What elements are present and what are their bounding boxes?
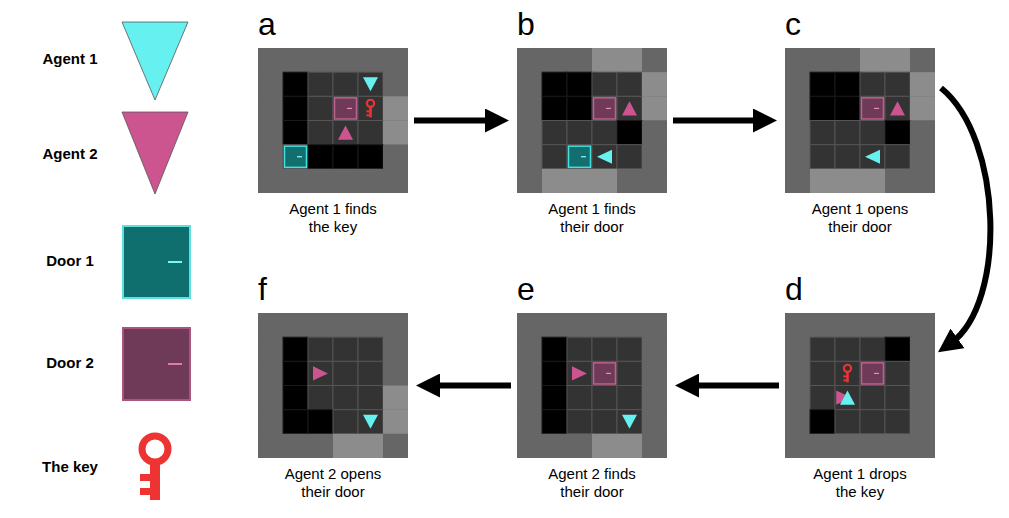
- grid-world: [785, 313, 935, 458]
- flow-arrow: [432, 383, 511, 389]
- grid-panel: aAgent 1 finds the key: [258, 48, 408, 193]
- grid-panel: fAgent 2 opens their door: [258, 313, 408, 458]
- legend-label: The key: [20, 458, 120, 475]
- panel-letter: c: [785, 6, 801, 42]
- door-1-mark: [168, 261, 182, 263]
- panel-caption: Agent 1 finds the key: [277, 200, 389, 236]
- door-2-icon: [123, 328, 190, 400]
- panel-letter: d: [785, 271, 803, 307]
- grid-panel: cAgent 1 opens their door: [785, 48, 935, 193]
- flow-arrow: [691, 383, 779, 389]
- panel-letter: f: [258, 271, 267, 307]
- panel-caption: Agent 1 finds their door: [536, 200, 648, 236]
- agent-1-icon: [122, 22, 188, 100]
- flow-arrow: [414, 118, 493, 124]
- grid-world: [785, 48, 935, 193]
- door-1-icon: [123, 226, 190, 298]
- flow-arrow: [673, 118, 761, 124]
- panel-caption: Agent 2 opens their door: [277, 465, 389, 501]
- legend-label: Door 1: [20, 252, 120, 269]
- grid-world: [258, 313, 408, 458]
- panel-letter: e: [517, 271, 535, 307]
- legend-label: Door 2: [20, 354, 120, 371]
- panel-letter: a: [258, 6, 276, 42]
- panel-letter: b: [517, 6, 535, 42]
- door-2-mark: [168, 363, 182, 365]
- grid-world: [517, 313, 667, 458]
- grid-panel: eAgent 2 finds their door: [517, 313, 667, 458]
- agent-2-icon: [122, 112, 188, 194]
- flow-arrow: [941, 88, 990, 343]
- panel-caption: Agent 2 finds their door: [536, 465, 648, 501]
- legend-label: Agent 2: [20, 145, 120, 162]
- grid-panel: bAgent 1 finds their door: [517, 48, 667, 193]
- grid-world: [258, 48, 408, 193]
- panel-caption: Agent 1 opens their door: [804, 200, 916, 236]
- key-icon: [140, 436, 168, 500]
- panel-caption: Agent 1 drops the key: [804, 465, 916, 501]
- grid-world: [517, 48, 667, 193]
- grid-panel: dAgent 1 drops the key: [785, 313, 935, 458]
- legend-label: Agent 1: [20, 50, 120, 67]
